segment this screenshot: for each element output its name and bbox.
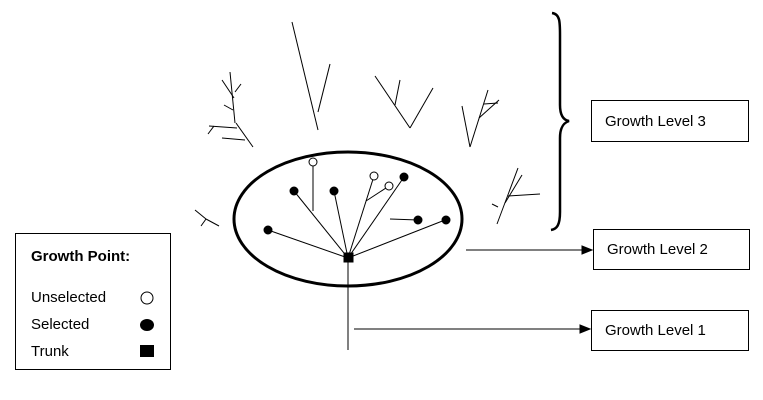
circle-hollow-icon [140, 291, 154, 305]
branch-top-center [291, 21, 331, 131]
selected-point [263, 225, 273, 235]
selected-point [289, 186, 299, 196]
unselected-point [369, 171, 379, 181]
circle-filled-icon [140, 319, 154, 331]
outer-branches [194, 21, 541, 227]
legend-row-trunk: Trunk [31, 343, 69, 360]
selected-point [399, 172, 409, 182]
growth-level-3-box: Growth Level 3 [591, 100, 749, 142]
inner-tree [267, 162, 446, 350]
trunk-point [343, 252, 354, 263]
growth-level-3-label: Growth Level 3 [605, 112, 706, 130]
unselected-point [308, 157, 318, 167]
growth-level-1-box: Growth Level 1 [591, 310, 749, 351]
legend-title: Growth Point: [31, 248, 131, 265]
level3-brace [550, 11, 570, 232]
selected-point [329, 186, 339, 196]
branch-right-upper [461, 89, 500, 148]
branch-left-top [207, 71, 254, 148]
branch-top-right [374, 75, 434, 129]
legend-row-selected: Selected [31, 316, 90, 333]
growth-level-2-label: Growth Level 2 [607, 241, 708, 258]
growth-level-1-label: Growth Level 1 [605, 322, 706, 339]
legend: Growth Point: Unselected Selected Trunk [15, 233, 171, 370]
growth-points [263, 157, 451, 263]
selected-point [441, 215, 451, 225]
selected-point [413, 215, 423, 225]
unselected-point [384, 181, 394, 191]
legend-row-unselected: Unselected [31, 289, 107, 306]
square-filled-icon [140, 345, 154, 357]
branch-right-lower [491, 167, 541, 225]
branch-left-small [194, 209, 220, 227]
growth-level-2-box: Growth Level 2 [593, 229, 750, 270]
arrows [354, 245, 594, 334]
